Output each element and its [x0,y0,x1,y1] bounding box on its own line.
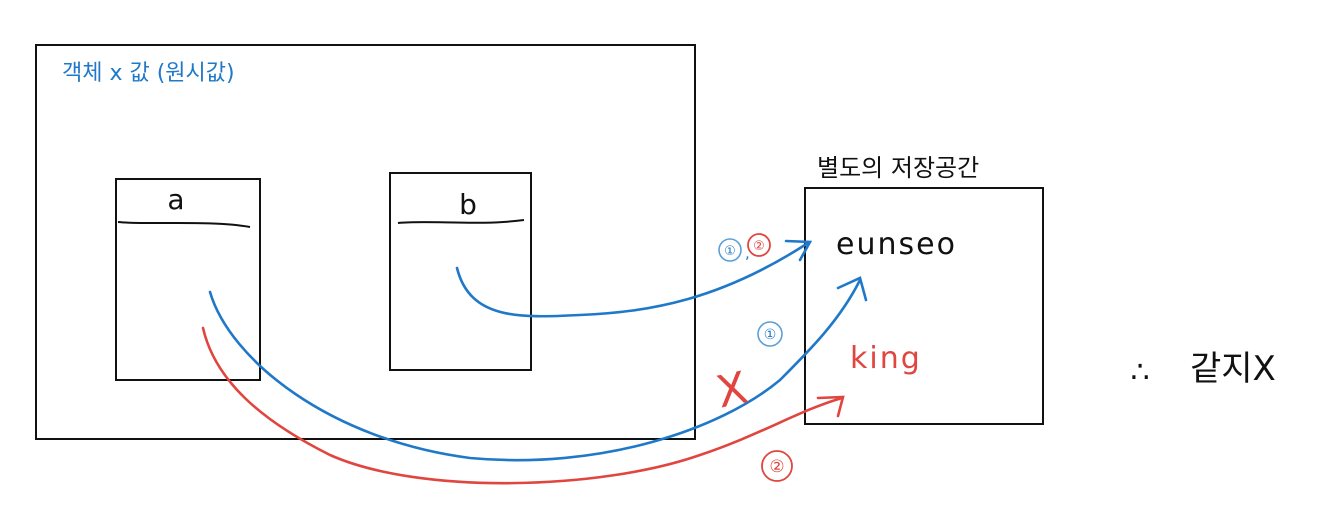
arrow-a-king-label: ② [761,450,793,482]
circled-number-icon [757,321,783,347]
variable-a-divider [117,221,251,228]
arrow-b-label: ① , ② [718,233,771,262]
crossed-mark: X [712,362,752,418]
storage-value-eunseo: eunseo [836,227,957,262]
arrow-b-label-2: ② [753,239,765,254]
variable-b-box [389,172,532,371]
arrow-head-icon [836,276,868,302]
circled-number-icon [747,233,771,257]
arrow-b-to-eunseo-line [455,241,810,318]
circled-number-icon [761,450,793,482]
variable-a-label: a [167,183,184,216]
arrow-head-icon [816,395,845,418]
storage-box [804,187,1044,425]
variable-b-divider [397,219,525,224]
storage-box-title: 별도의 저장공간 [817,154,979,182]
arrow-b-label-comma: , [745,244,750,262]
object-box-title: 객체 x 값 (원시값) [62,61,235,86]
object-box [35,44,696,440]
variable-b-label: b [459,188,477,221]
arrow-head-icon [784,239,813,262]
conclusion-text: 같지X [1190,349,1276,389]
arrow-a-to-eunseo [208,276,868,462]
conclusion: ∴ 같지X [1130,349,1275,390]
variable-a-box [115,178,261,381]
arrow-a-eunseo-label: ① [757,321,783,347]
arrow-a-to-king [201,326,845,485]
arrow-a-eunseo-label-1: ① [764,327,777,343]
circled-number-icon [718,238,742,262]
therefore-icon: ∴ [1130,355,1149,390]
arrow-a-king-label-2: ② [769,457,784,477]
arrow-b-to-eunseo [455,239,813,318]
arrow-a-to-eunseo-line [208,278,862,462]
arrow-b-label-1: ① [724,244,736,259]
variable-a: a [115,178,261,381]
arrow-a-to-king-line [201,326,844,485]
variable-b: b [389,172,532,371]
storage-value-king: king [850,341,922,376]
